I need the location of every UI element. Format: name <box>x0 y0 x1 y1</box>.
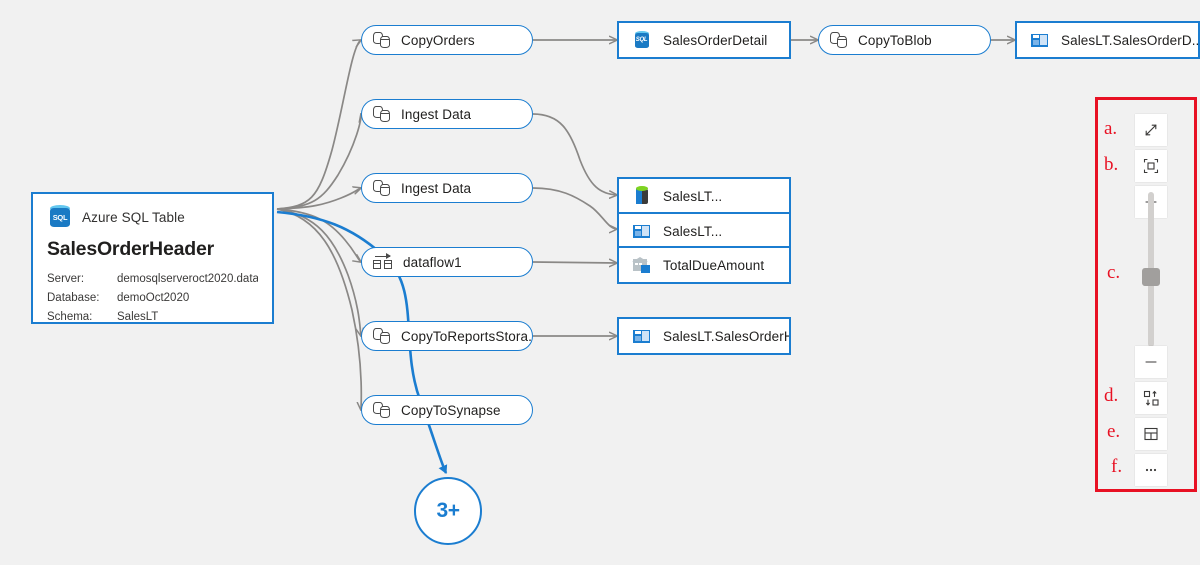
copy-activity-icon <box>373 105 392 124</box>
dataset-node-totaldueamount[interactable]: TotalDueAmount <box>617 246 791 284</box>
auto-layout-icon <box>1143 390 1159 406</box>
annotation-letter-e: e. <box>1107 421 1121 442</box>
property-row: Server: demosqlserveroct2020.database.wi… <box>47 270 258 289</box>
table-icon <box>631 326 652 347</box>
copy-activity-icon <box>373 31 392 50</box>
activity-label: CopyToBlob <box>858 32 932 48</box>
source-type-label: Azure SQL Table <box>82 209 185 225</box>
blob-container-icon <box>631 185 652 207</box>
copy-activity-icon <box>830 31 849 50</box>
dataset-label: SalesLT... <box>663 223 723 239</box>
fit-to-screen-icon <box>1143 158 1159 174</box>
dataset-node-saleslt-blob[interactable]: SalesLT... <box>617 177 791 215</box>
annotation-letter-d: d. <box>1104 385 1119 406</box>
zoom-out-button[interactable] <box>1135 346 1167 378</box>
dataset-node-saleslt-salesorderheader[interactable]: SalesLT.SalesOrderH... <box>617 317 791 355</box>
activity-node-ingest-data-1[interactable]: Ingest Data <box>361 99 533 129</box>
dataset-node-saleslt-table[interactable]: SalesLT... <box>617 212 791 250</box>
table-icon <box>1029 30 1050 51</box>
dataset-node-saleslt-salesorderdetail[interactable]: SalesLT.SalesOrderD... <box>1015 21 1200 59</box>
dataset-label: SalesLT.SalesOrderH... <box>663 328 789 344</box>
zoom-slider-thumb[interactable] <box>1142 268 1160 286</box>
activity-label: CopyOrders <box>401 32 475 48</box>
auto-layout-button[interactable] <box>1135 382 1167 414</box>
dataset-label: SalesOrderDetail <box>663 32 768 48</box>
activity-label: Ingest Data <box>401 106 472 122</box>
annotation-letter-c: c. <box>1107 262 1121 283</box>
fit-to-screen-button[interactable] <box>1135 150 1167 182</box>
activity-label: CopyToReportsStora... <box>401 328 533 344</box>
activity-node-copytoblob[interactable]: CopyToBlob <box>818 25 991 55</box>
annotated-toolbar-region <box>1095 97 1197 492</box>
property-value: SalesLT <box>117 311 159 323</box>
expand-icon <box>1145 124 1157 136</box>
copy-activity-icon <box>373 401 392 420</box>
activity-label: CopyToSynapse <box>401 402 501 418</box>
azure-sql-database-icon: SQL <box>47 204 73 230</box>
dataset-node-salesorderdetail[interactable]: SQL SalesOrderDetail <box>617 21 791 59</box>
azure-sql-database-icon: SQL <box>631 30 652 51</box>
dataset-label: SalesLT.SalesOrderD... <box>1061 32 1200 48</box>
more-options-button[interactable] <box>1135 454 1167 486</box>
dataset-label: TotalDueAmount <box>663 257 765 273</box>
activity-node-ingest-data-2[interactable]: Ingest Data <box>361 173 533 203</box>
data-lake-icon <box>631 255 652 276</box>
property-key: Server: <box>47 273 85 285</box>
toggle-panel-button[interactable] <box>1135 418 1167 450</box>
activity-node-dataflow1[interactable]: dataflow1 <box>361 247 533 277</box>
property-row: Schema: SalesLT <box>47 308 258 327</box>
data-flow-icon <box>373 252 394 272</box>
source-properties: Server: demosqlserveroct2020.database.wi… <box>47 270 258 327</box>
table-icon <box>631 221 652 242</box>
property-key: Database: <box>47 292 100 304</box>
property-row: Database: demoOct2020 <box>47 289 258 308</box>
activity-node-copytoreportsstorage[interactable]: CopyToReportsStora... <box>361 321 533 351</box>
activity-node-copytosynapse[interactable]: CopyToSynapse <box>361 395 533 425</box>
toggle-panel-icon <box>1144 427 1158 441</box>
source-title: SalesOrderHeader <box>47 238 214 260</box>
annotation-letter-a: a. <box>1104 118 1118 139</box>
annotation-letter-b: b. <box>1104 154 1119 175</box>
activity-node-copyorders[interactable]: CopyOrders <box>361 25 533 55</box>
copy-activity-icon <box>373 179 392 198</box>
zoom-out-icon <box>1145 361 1157 363</box>
source-dataset-card[interactable]: SQL Azure SQL Table SalesOrderHeader Ser… <box>31 192 274 324</box>
activity-label: Ingest Data <box>401 180 472 196</box>
activity-label: dataflow1 <box>403 254 462 270</box>
expand-button[interactable] <box>1135 114 1167 146</box>
property-key: Schema: <box>47 311 93 323</box>
more-related-items-badge[interactable]: 3+ <box>414 477 482 545</box>
property-value: demoOct2020 <box>117 292 190 304</box>
dataset-label: SalesLT... <box>663 188 723 204</box>
copy-activity-icon <box>373 327 392 346</box>
annotation-letter-f: f. <box>1111 456 1123 477</box>
more-options-icon <box>1145 468 1157 472</box>
source-card-header: SQL Azure SQL Table <box>47 204 258 230</box>
property-value: demosqlserveroct2020.database.win <box>117 273 258 285</box>
